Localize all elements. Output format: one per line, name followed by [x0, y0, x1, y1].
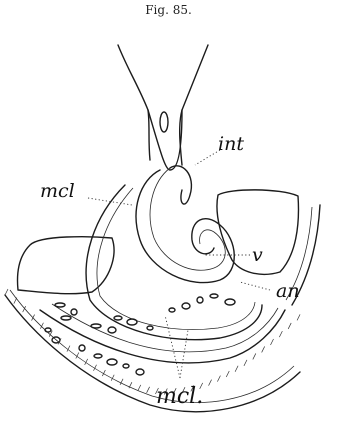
- cell-nucleus: [127, 319, 137, 325]
- cell-nucleus: [169, 308, 175, 312]
- cell-nucleus: [136, 369, 144, 375]
- wall-hatch: [244, 360, 247, 366]
- cell-nucleus: [61, 316, 71, 320]
- wall-hatch: [147, 387, 150, 393]
- left-cavity: [18, 237, 114, 294]
- wall-hatch: [209, 380, 212, 386]
- label-v: v: [252, 244, 263, 266]
- wall-hatch: [253, 353, 256, 359]
- cell-nucleus: [210, 294, 218, 298]
- wall-hatch: [226, 371, 229, 377]
- cell-nucleus: [94, 354, 102, 358]
- leader-mcl-lower-b: [180, 330, 188, 378]
- cell-nucleus: [147, 326, 153, 330]
- wall-hatch: [32, 315, 35, 321]
- leader-mcl-lower-a: [165, 315, 180, 378]
- cell-nucleus: [107, 359, 117, 365]
- label-int: int: [218, 133, 244, 155]
- label-an: an: [276, 280, 300, 302]
- wall-hatch: [288, 323, 291, 329]
- wall-hatch: [235, 366, 238, 372]
- dorsal-septum: [118, 45, 150, 160]
- cell-nucleus: [182, 303, 190, 309]
- cell-nucleus: [197, 297, 203, 303]
- cell-nucleus: [108, 327, 116, 333]
- wall-hatch: [217, 376, 220, 382]
- cell-nucleus: [45, 328, 51, 332]
- cell-nucleus: [55, 303, 65, 307]
- wall-hatch: [279, 331, 282, 337]
- nuclei-group: [5, 289, 300, 394]
- label-mcl-lower: mcl.: [156, 384, 203, 409]
- cell-nucleus: [123, 364, 129, 368]
- leader-mcl-upper: [88, 198, 132, 205]
- wall-hatch: [14, 298, 17, 304]
- cell-nucleus: [91, 324, 101, 328]
- wall-hatch: [297, 314, 300, 320]
- leader-int: [195, 150, 220, 165]
- wall-hatch: [271, 339, 274, 345]
- wall-hatch: [138, 385, 141, 391]
- wall-hatch: [5, 289, 8, 295]
- cell-nucleus: [79, 345, 85, 351]
- cell-nucleus: [225, 299, 235, 305]
- outer-wall-left: [5, 295, 300, 412]
- septum-opening: [160, 112, 168, 132]
- leader-an: [240, 282, 270, 290]
- cell-nucleus: [71, 309, 77, 315]
- wall-hatch: [262, 346, 265, 352]
- cell-nucleus: [114, 316, 122, 320]
- label-mcl-upper: mcl: [40, 180, 75, 202]
